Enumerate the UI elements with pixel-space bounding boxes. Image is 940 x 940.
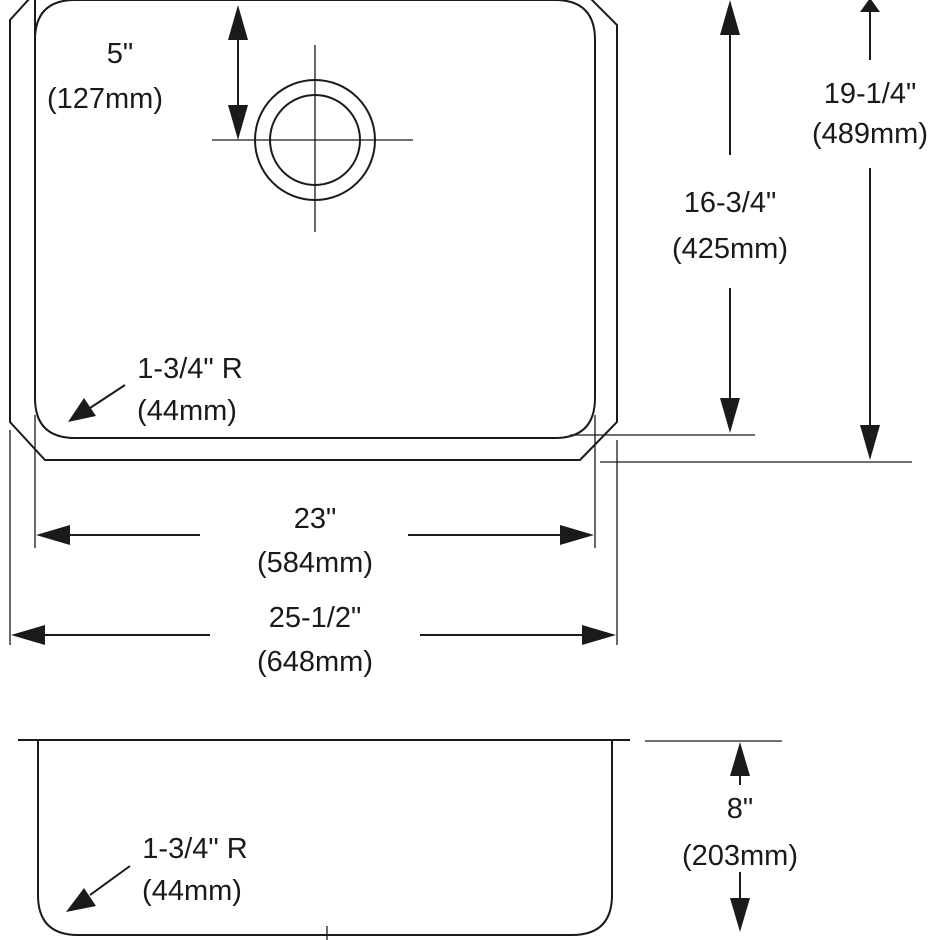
overall-length-dimension: 19-1/4" (489mm) <box>600 0 928 463</box>
side-corner-radius-callout: 1-3/4" R (44mm) <box>66 833 248 912</box>
side-corner-radius-metric: (44mm) <box>142 875 242 907</box>
bowl-outline <box>34 0 596 439</box>
depth-metric: (203mm) <box>682 840 798 872</box>
drain-offset-dimension: 5" (127mm) <box>47 5 248 140</box>
overall-width-dimension: 25-1/2" (648mm) <box>11 602 616 678</box>
top-corner-radius-imperial: 1-3/4" R <box>137 353 242 385</box>
overall-width-imperial: 25-1/2" <box>269 602 362 634</box>
side-view: 1-3/4" R (44mm) 8" (203mm) <box>18 739 798 940</box>
bowl-length-dimension: 16-3/4" (425mm) <box>570 0 788 436</box>
drain-offset-metric: (127mm) <box>47 83 163 115</box>
bowl-width-dimension: 23" (584mm) <box>36 503 594 579</box>
top-corner-radius-callout: 1-3/4" R (44mm) <box>68 353 243 427</box>
depth-imperial: 8" <box>727 793 753 825</box>
overall-length-imperial: 19-1/4" <box>824 78 917 110</box>
bowl-length-metric: (425mm) <box>672 233 788 265</box>
bowl-profile <box>37 740 613 936</box>
overall-width-metric: (648mm) <box>257 646 373 678</box>
bowl-width-imperial: 23" <box>294 503 337 535</box>
overall-length-metric: (489mm) <box>812 118 928 150</box>
side-corner-radius-imperial: 1-3/4" R <box>142 833 247 865</box>
drain-offset-imperial: 5" <box>107 38 133 70</box>
drain <box>212 45 413 232</box>
sink-rim-outline <box>9 0 618 461</box>
top-view: 5" (127mm) 16-3/4" (425mm) 19-1/4" (489m… <box>9 0 928 678</box>
top-corner-radius-metric: (44mm) <box>137 395 237 427</box>
depth-dimension: 8" (203mm) <box>645 740 798 932</box>
bowl-width-metric: (584mm) <box>257 547 373 579</box>
bowl-length-imperial: 16-3/4" <box>684 187 777 219</box>
